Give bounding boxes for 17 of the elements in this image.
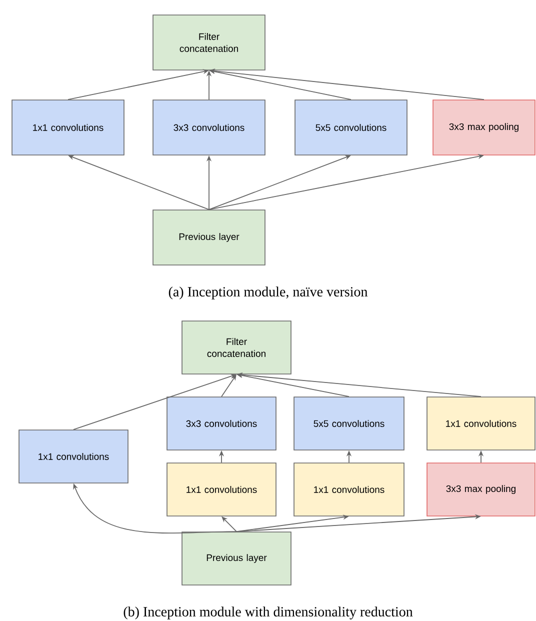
layer-box: Previous layer <box>152 210 266 266</box>
layer-box: 1x1 convolutions <box>18 430 128 484</box>
layer-box: 1x1 convolutions <box>166 462 276 516</box>
layer-box: Filter concatenation <box>182 320 292 374</box>
layer-box: 3x3 convolutions <box>166 396 276 450</box>
layer-box: 3x3 max pooling <box>432 100 536 156</box>
layer-box: 3x3 convolutions <box>152 100 266 156</box>
layer-box: 1x1 convolutions <box>294 462 404 516</box>
caption: (b) Inception module with dimensionality reduction <box>124 606 413 620</box>
layer-box: 5x5 convolutions <box>294 396 404 450</box>
layer-box: 3x3 max pooling <box>426 462 536 516</box>
layer-box: 5x5 convolutions <box>294 100 408 156</box>
layer-box: 1x1 convolutions <box>12 100 124 156</box>
caption: (a) Inception module, naïve version <box>168 286 368 300</box>
layer-box: Previous layer <box>182 532 292 586</box>
layer-box: Filter concatenation <box>152 14 266 70</box>
layer-box: 1x1 convolutions <box>426 396 536 450</box>
